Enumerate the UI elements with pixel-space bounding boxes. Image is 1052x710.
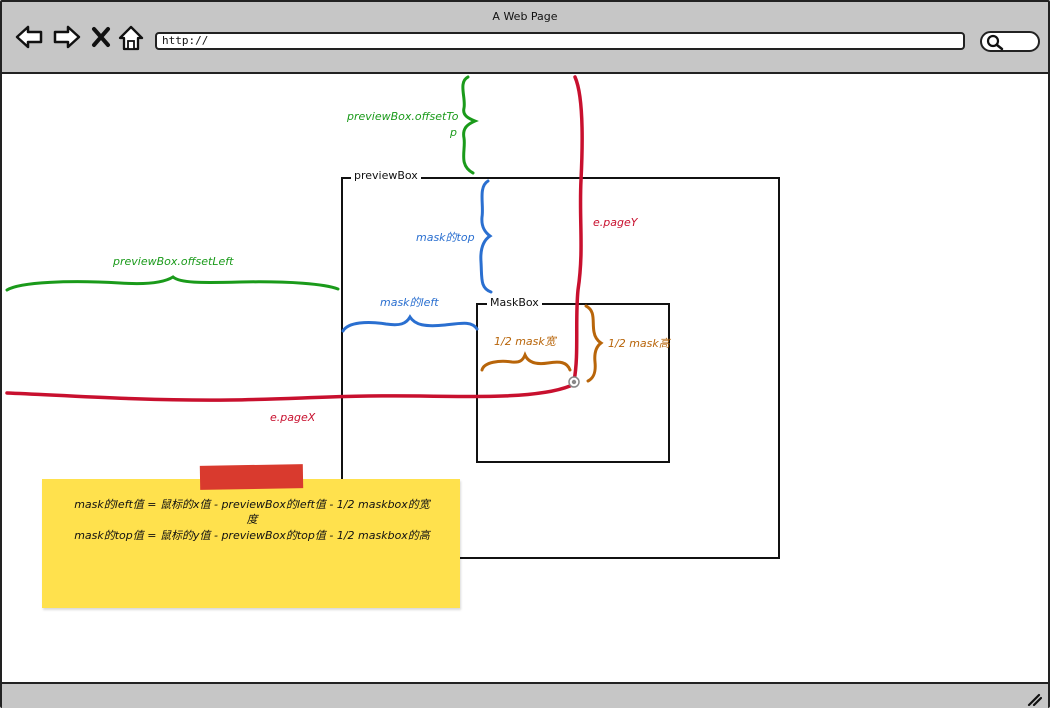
page-y-label: e.pageY [593, 216, 638, 229]
address-bar[interactable]: http:// [155, 32, 965, 50]
note-line-1-wrap: 度 [246, 513, 258, 526]
preview-box [341, 177, 780, 559]
close-icon[interactable] [90, 24, 112, 50]
sticky-tape [199, 464, 304, 490]
mask-box-label: MaskBox [487, 296, 542, 309]
page-x-line [5, 384, 572, 402]
half-height-brace [584, 304, 604, 383]
window-title: A Web Page [492, 10, 558, 23]
half-width-brace [480, 351, 572, 372]
page-y-line [572, 75, 584, 383]
half-height-label: 1/2 mask高 [608, 337, 670, 350]
mask-left-label: mask的left [380, 296, 439, 309]
home-icon[interactable] [118, 24, 144, 52]
offset-left-brace [5, 275, 340, 292]
offset-top-brace [461, 75, 479, 175]
note-line-2: mask的top值 = 鼠标的y值 - previewBox的top值 - 1/… [74, 529, 430, 542]
mask-top-label: mask的top [416, 231, 475, 244]
page-x-label: e.pageX [270, 411, 316, 424]
forward-arrow-icon[interactable] [52, 24, 82, 50]
browser-toolbar: A Web Page http:// [2, 2, 1048, 74]
search-icon [986, 34, 1004, 51]
search-field[interactable] [980, 31, 1040, 52]
status-bar [2, 682, 1048, 708]
offset-top-label: previewBox.offsetTo [347, 110, 459, 123]
preview-box-label: previewBox [351, 169, 421, 182]
note-line-1: mask的left值 = 鼠标的x值 - previewBox的left值 - … [74, 498, 430, 511]
sticky-note: mask的left值 = 鼠标的x值 - previewBox的left值 - … [42, 479, 460, 608]
mask-left-brace [341, 314, 479, 333]
resize-grip-icon[interactable] [1026, 692, 1042, 706]
mask-top-brace [479, 179, 493, 294]
offset-top-label-wrap: p [450, 126, 457, 139]
offset-left-label: previewBox.offsetLeft [113, 255, 234, 268]
mask-box [476, 303, 670, 463]
half-width-label: 1/2 mask宽 [494, 335, 556, 348]
back-arrow-icon[interactable] [14, 24, 44, 50]
